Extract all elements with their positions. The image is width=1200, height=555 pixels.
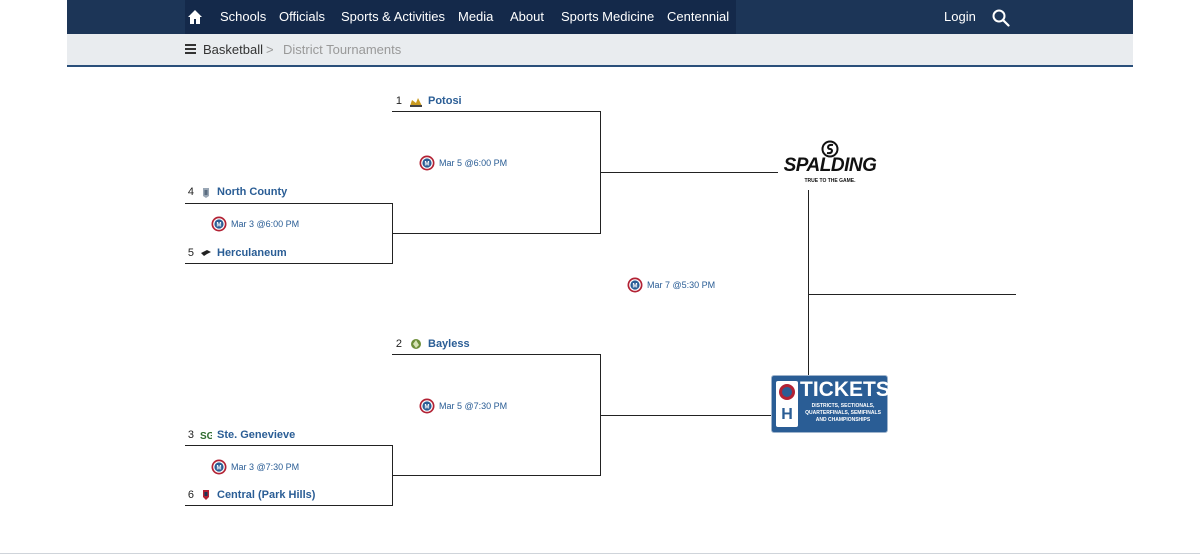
tickets-title: TICKETS: [800, 378, 890, 401]
search-icon[interactable]: [992, 9, 1010, 27]
bracket-line: [392, 475, 600, 476]
nav-item-sports-medicine[interactable]: Sports Medicine: [561, 9, 655, 24]
team-seed: 4: [187, 186, 194, 198]
team-name[interactable]: Herculaneum: [217, 247, 287, 259]
team-name[interactable]: Ste. Genevieve: [217, 429, 296, 441]
svg-text:H: H: [781, 406, 793, 423]
breadcrumb-bar: [67, 34, 1133, 67]
bracket-line: [600, 415, 808, 416]
home-icon[interactable]: [187, 9, 203, 25]
tickets-line: AND CHAMPIONSHIPS: [815, 417, 871, 423]
central-logo-icon: [203, 490, 209, 500]
team-name[interactable]: Central (Park Hills): [217, 489, 316, 501]
game-time: Mar 3 @7:30 PM: [231, 462, 300, 472]
bayless-logo-icon: [411, 339, 421, 349]
nav-item-sports-activities[interactable]: Sports & Activities: [341, 9, 446, 24]
north-county-logo-icon: [203, 188, 209, 198]
bracket-line: [392, 354, 600, 355]
svg-text:M: M: [425, 162, 430, 168]
bracket-line: [185, 203, 392, 204]
spalding-ball-icon: [821, 140, 839, 158]
spalding-wordmark: SPALDING: [783, 155, 877, 176]
hamburger-icon[interactable]: [185, 44, 196, 54]
footer-divider: [0, 553, 1200, 554]
bracket-line: [392, 233, 600, 234]
nav-item-schools[interactable]: Schools: [220, 9, 267, 24]
bracket-line: [600, 172, 808, 173]
login-link[interactable]: Login: [944, 9, 976, 24]
nav-primary-group: [185, 0, 736, 34]
herculaneum-logo-icon: [201, 250, 211, 256]
game-time: Mar 5 @6:00 PM: [439, 158, 508, 168]
breadcrumb-separator: >: [266, 42, 274, 57]
svg-text:M: M: [425, 405, 430, 411]
team-seed: 1: [395, 95, 402, 107]
spalding-sponsor[interactable]: SPALDING TRUE TO THE GAME.: [778, 140, 882, 190]
svg-text:M: M: [633, 284, 638, 290]
mshsaa-logo-icon: M: [211, 216, 227, 232]
nav-item-officials[interactable]: Officials: [279, 9, 325, 24]
bracket-line: [185, 505, 392, 506]
breadcrumb-basketball[interactable]: Basketball: [203, 42, 263, 57]
ste-genevieve-logo-icon: SG: [200, 431, 212, 441]
spalding-tagline: TRUE TO THE GAME.: [804, 178, 856, 184]
tickets-subtitle: DISTRICTS, SECTIONALS, QUARTERFINALS, SE…: [800, 403, 886, 424]
bracket-line: [185, 263, 392, 264]
tickets-line: QUARTERFINALS, SEMIFINALS: [805, 410, 881, 416]
mshsaa-tickets-logo-icon: H: [776, 381, 798, 427]
team-seed: 5: [187, 247, 194, 259]
tickets-banner[interactable]: H TICKETS DISTRICTS, SECTIONALS, QUARTER…: [771, 375, 890, 433]
game-time: Mar 5 @7:30 PM: [439, 401, 508, 411]
nav-item-about[interactable]: About: [510, 9, 544, 24]
game-time: Mar 3 @6:00 PM: [231, 219, 300, 229]
nav-item-centennial[interactable]: Centennial: [667, 9, 730, 24]
breadcrumb-district-tournaments: District Tournaments: [283, 42, 402, 57]
svg-text:M: M: [217, 466, 222, 472]
bracket-line: [392, 111, 600, 112]
team-seed: 6: [187, 489, 194, 501]
team-name[interactable]: North County: [217, 186, 288, 198]
mshsaa-logo-icon: M: [419, 398, 435, 414]
mshsaa-logo-icon: M: [419, 155, 435, 171]
game-time: Mar 7 @5:30 PM: [647, 280, 716, 290]
team-seed: 2: [395, 338, 402, 350]
team-name[interactable]: Bayless: [428, 338, 470, 350]
team-seed: 3: [187, 429, 194, 441]
potosi-logo-icon: [410, 98, 422, 107]
bracket-line: [185, 445, 392, 446]
champion-line: [808, 294, 1016, 295]
mshsaa-logo-icon: M: [627, 277, 643, 293]
mshsaa-logo-icon: M: [211, 459, 227, 475]
nav-item-media[interactable]: Media: [458, 9, 494, 24]
tickets-line: DISTRICTS, SECTIONALS,: [811, 403, 875, 409]
svg-text:SG: SG: [200, 431, 212, 441]
team-name[interactable]: Potosi: [428, 95, 462, 107]
svg-text:M: M: [217, 223, 222, 229]
